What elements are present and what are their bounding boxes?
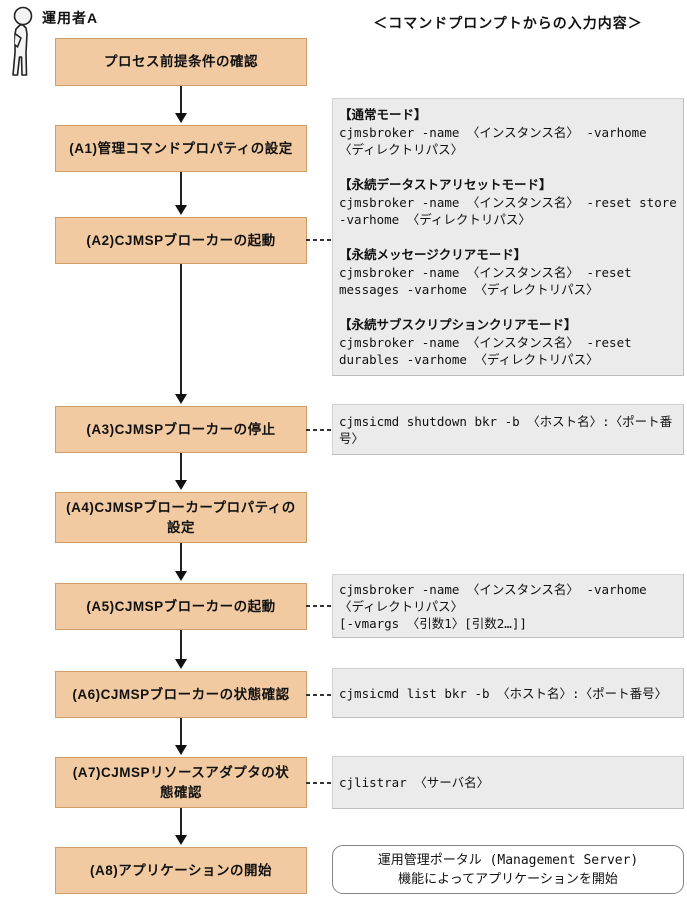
arrow-down-icon: [174, 630, 187, 669]
command-line: -varhome 〈ディレクトリパス〉: [339, 212, 531, 227]
step-a5: (A5)CJMSPブローカーの起動: [55, 583, 307, 630]
mode-group-subscription-clear: 【永続サブスクリプションクリアモード】 cjmsbroker -name 〈イン…: [339, 317, 677, 368]
arrow-down-icon: [174, 172, 187, 215]
terminal-line: 機能によってアプリケーションを開始: [398, 871, 618, 887]
step-precheck: プロセス前提条件の確認: [55, 38, 307, 86]
command-line: cjmsicmd shutdown bkr -b 〈ホスト名〉:〈ポート番号〉: [339, 413, 673, 446]
mode-title: 【永続メッセージクリアモード】: [339, 248, 527, 262]
arrow-down-icon: [174, 808, 187, 845]
command-line: 〈ディレクトリパス〉: [339, 142, 464, 157]
dashed-connector-a7: [306, 782, 333, 784]
mode-title: 【通常モード】: [339, 108, 427, 122]
command-line: cjmsbroker -name 〈インスタンス名〉 -reset: [339, 335, 632, 350]
step-a4: (A4)CJMSPブローカープロパティの設定: [55, 492, 307, 543]
mode-group-message-clear: 【永続メッセージクリアモード】 cjmsbroker -name 〈インスタンス…: [339, 247, 677, 298]
terminal-line: 運用管理ポータル (Management Server): [377, 852, 639, 868]
command-line: cjmsbroker -name 〈インスタンス名〉 -reset: [339, 265, 632, 280]
command-line: [-vmargs 〈引数1〉[引数2…]]: [339, 615, 527, 631]
arrow-down-icon: [174, 86, 187, 123]
arrow-down-icon: [174, 718, 187, 755]
step-a1: (A1)管理コマンドプロパティの設定: [55, 125, 307, 172]
step-a2: (A2)CJMSPブローカーの起動: [55, 217, 307, 264]
dashed-connector-a2: [306, 239, 333, 241]
command-line: messages -varhome 〈ディレクトリパス〉: [339, 282, 599, 297]
dashed-connector-a5: [306, 605, 333, 607]
step-a7: (A7)CJMSPリソースアダプタの状態確認: [55, 757, 307, 808]
command-line: cjmsbroker -name 〈インスタンス名〉 -reset store: [339, 195, 677, 210]
mode-group-store-reset: 【永続データストアリセットモード】 cjmsbroker -name 〈インスタ…: [339, 177, 677, 228]
arrow-down-icon: [174, 543, 187, 581]
command-box-a5: cjmsbroker -name 〈インスタンス名〉 -varhome 〈ディレ…: [332, 574, 684, 638]
mode-title: 【永続サブスクリプションクリアモード】: [339, 318, 577, 332]
person-icon: [12, 6, 33, 76]
command-line: cjmsbroker -name 〈インスタンス名〉 -varhome: [339, 125, 647, 140]
mode-group-normal: 【通常モード】 cjmsbroker -name 〈インスタンス名〉 -varh…: [339, 107, 677, 158]
mode-title: 【永続データストアリセットモード】: [339, 178, 552, 192]
step-a6: (A6)CJMSPブローカーの状態確認: [55, 671, 307, 718]
command-line: cjmsicmd list bkr -b 〈ホスト名〉:〈ポート番号〉: [339, 685, 668, 701]
command-line: durables -varhome 〈ディレクトリパス〉: [339, 352, 599, 367]
arrow-down-icon: [174, 453, 187, 490]
command-box-a3: cjmsicmd shutdown bkr -b 〈ホスト名〉:〈ポート番号〉: [332, 404, 684, 455]
command-box-a7: cjlistrar 〈サーバ名〉: [332, 756, 684, 809]
step-a3: (A3)CJMSPブローカーの停止: [55, 406, 307, 453]
right-column-title: ＜コマンドプロンプトからの入力内容＞: [373, 15, 643, 31]
command-line: cjlistrar 〈サーバ名〉: [339, 775, 490, 790]
command-line: 〈ディレクトリパス〉: [339, 598, 464, 614]
dashed-connector-a6: [306, 694, 333, 696]
command-box-a6: cjmsicmd list bkr -b 〈ホスト名〉:〈ポート番号〉: [332, 668, 684, 718]
arrow-down-icon: [174, 264, 187, 404]
terminal-box-a8: 運用管理ポータル (Management Server) 機能によってアプリケー…: [332, 845, 684, 894]
step-a8: (A8)アプリケーションの開始: [55, 847, 307, 894]
actor-label: 運用者A: [42, 10, 99, 26]
dashed-connector-a3: [306, 429, 333, 431]
command-line: cjmsbroker -name 〈インスタンス名〉 -varhome: [339, 581, 647, 597]
command-box-a2-modes: 【通常モード】 cjmsbroker -name 〈インスタンス名〉 -varh…: [332, 98, 684, 376]
